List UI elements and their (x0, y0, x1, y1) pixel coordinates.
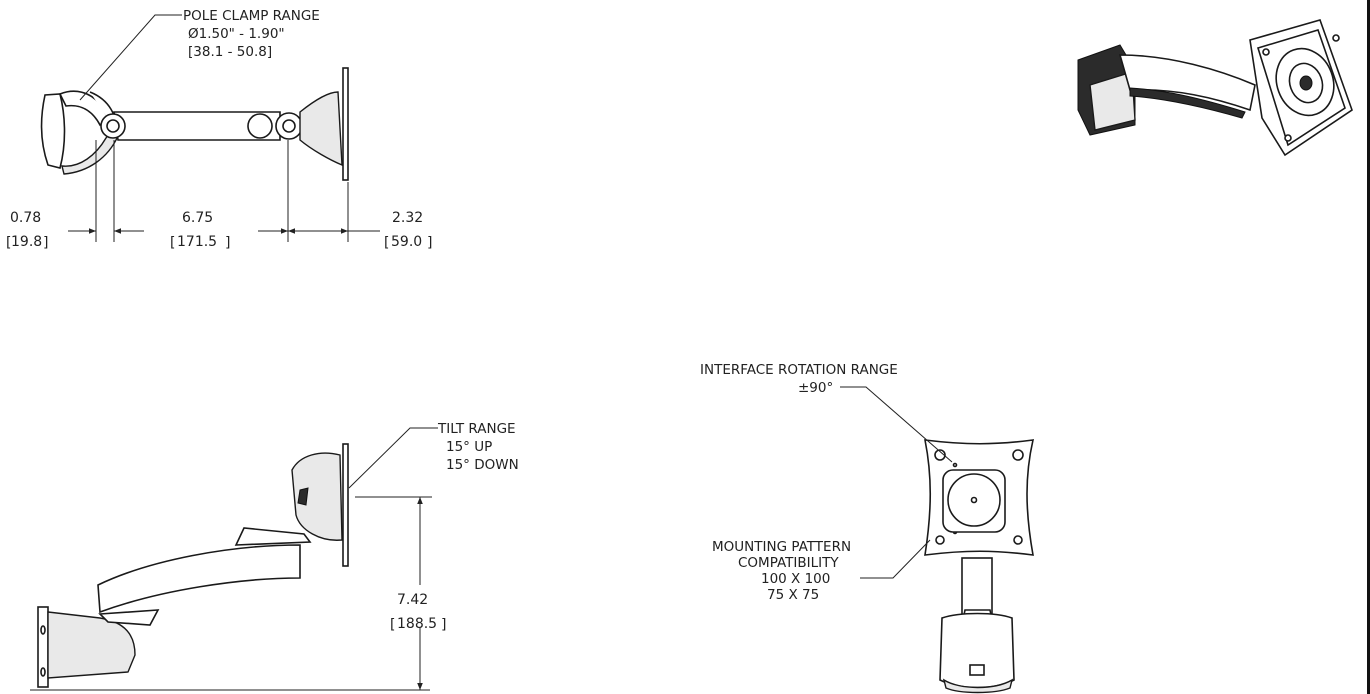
dim-height-mm: 188.5 (397, 616, 437, 632)
leader-line (840, 386, 953, 463)
tilt-up: 15° UP (446, 439, 492, 455)
rotation-value: ±90° (798, 380, 833, 396)
pole-clamp-range-mm: [38.1 - 50.8] (188, 44, 272, 60)
dim-clamp-in: 0.78 (10, 210, 41, 226)
dim-plate-in: 2.32 (392, 210, 423, 226)
mounting-pattern1: 100 X 100 (761, 571, 830, 587)
rotation-title: INTERFACE ROTATION RANGE (700, 362, 898, 378)
pole-clamp-range-in: Ø1.50" - 1.90" (188, 26, 285, 42)
bracket-left: [ (390, 617, 395, 633)
dim-clamp-mm: 19.8 (11, 234, 42, 250)
clamp-front (939, 612, 1015, 689)
leader-line (79, 14, 182, 101)
pole-clamp-title: POLE CLAMP RANGE (183, 8, 320, 24)
mounting-line2: COMPATIBILITY (738, 555, 839, 571)
bracket-right: ] (225, 235, 230, 251)
bracket-right: ] (441, 617, 446, 633)
bracket-right: ] (427, 235, 432, 251)
mounting-line1: MOUNTING PATTERN (712, 539, 851, 555)
dim-arm-in: 6.75 (182, 210, 213, 226)
bracket-right: ] (43, 235, 48, 251)
dim-height-in: 7.42 (397, 592, 428, 608)
isometric-view (1077, 19, 1353, 157)
bracket-left: [ (6, 235, 11, 251)
arm-shape (100, 67, 349, 181)
mounting-pattern2: 75 X 75 (767, 587, 819, 603)
leader-line (348, 427, 438, 489)
front-view: INTERFACE ROTATION RANGE ±90° MOUNTING P… (700, 362, 1035, 694)
tilt-plate (342, 443, 349, 567)
side-view: TILT RANGE 15° UP 15° DOWN 7.42 188.5 [ … (30, 421, 519, 691)
tilt-down: 15° DOWN (446, 457, 519, 473)
top-view: POLE CLAMP RANGE Ø1.50" - 1.90" [38.1 - … (6, 8, 432, 251)
dim-plate-mm: 59.0 (391, 234, 422, 250)
frame-border (1367, 0, 1370, 694)
bracket-left: [ (170, 235, 175, 251)
bracket-left: [ (384, 235, 389, 251)
leader-line (860, 539, 931, 579)
dim-arm-mm: 171.5 (177, 234, 217, 250)
tilt-title: TILT RANGE (437, 421, 516, 437)
